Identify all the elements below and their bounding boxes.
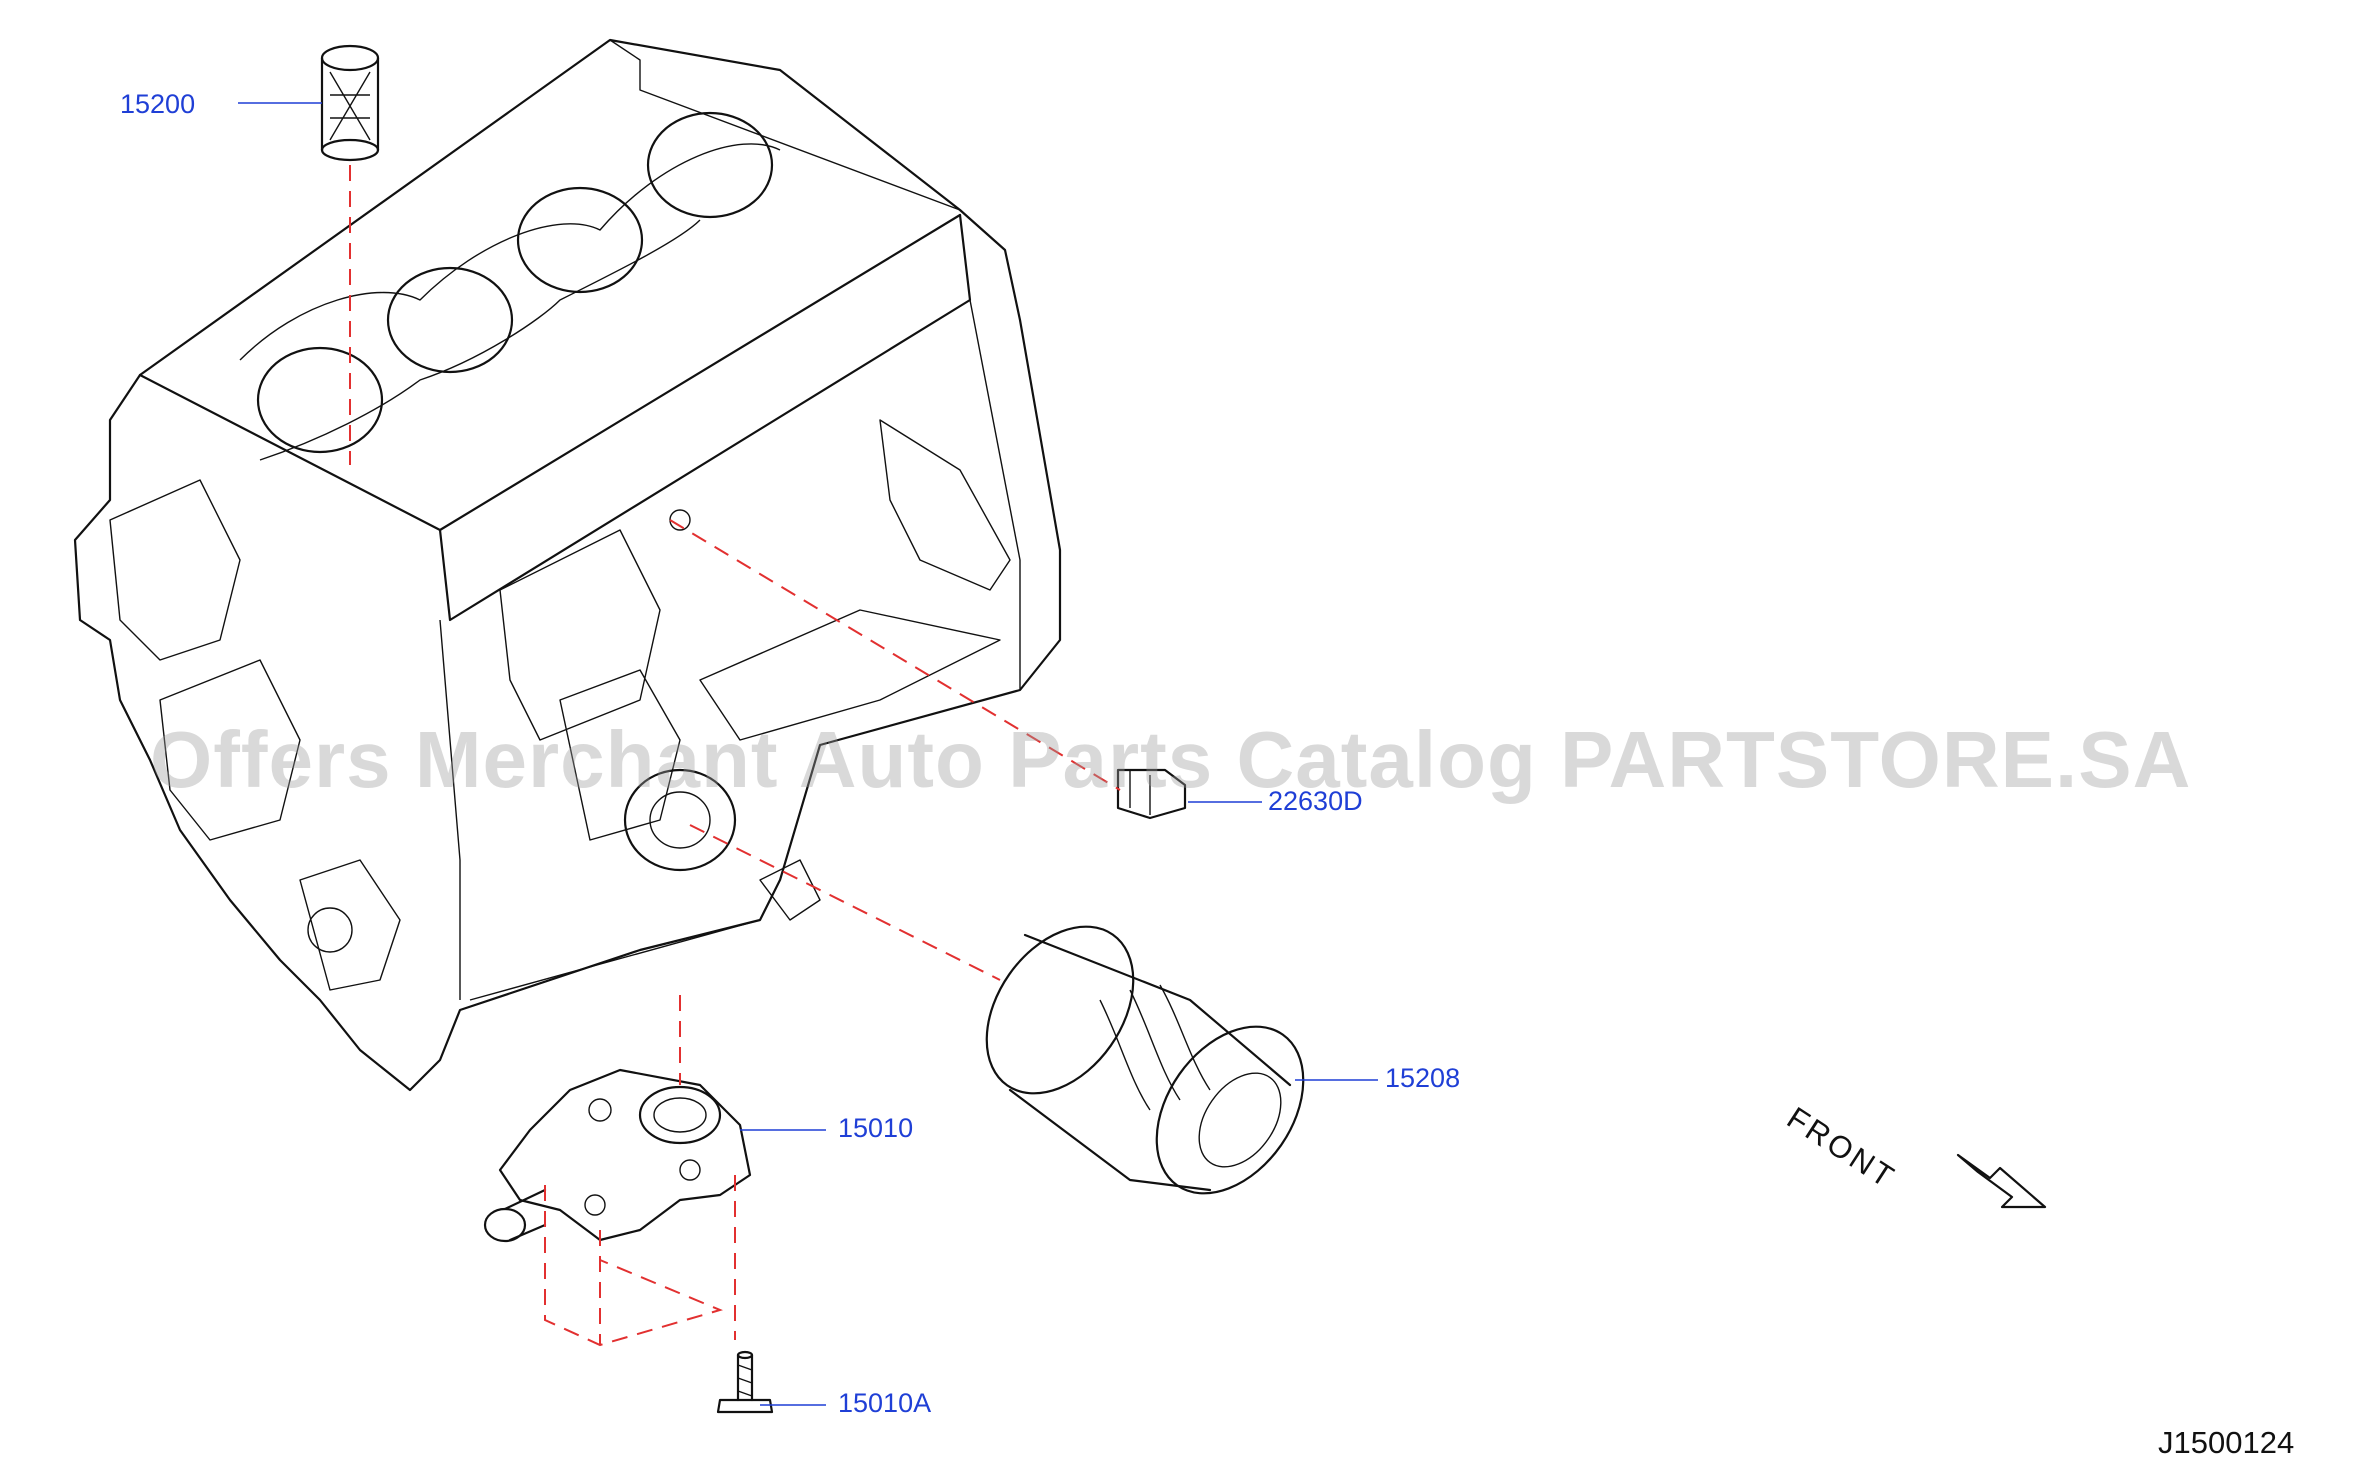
leader-lines	[238, 102, 1378, 1406]
callout-22630D[interactable]: 22630D	[1268, 786, 1363, 816]
oil-filter-bracket-15010	[483, 1068, 752, 1243]
oil-filter-15208	[985, 925, 1305, 1195]
callout-15010A[interactable]: 15010A	[838, 1388, 932, 1418]
watermark-text: Offers Merchant Auto Parts Catalog PARTS…	[150, 715, 2192, 804]
bolt-15010A	[716, 1350, 774, 1414]
cylinder-block	[73, 38, 1062, 1092]
oil-pressure-sensor-22630D	[1116, 768, 1187, 820]
callout-15208[interactable]: 15208	[1385, 1063, 1461, 1093]
callout-15200[interactable]: 15200	[120, 89, 196, 119]
callout-15010[interactable]: 15010	[838, 1113, 914, 1143]
assembly-guide-lines	[349, 165, 1121, 1347]
diagram-id: J1500124	[2158, 1425, 2295, 1460]
front-direction-arrow-icon	[1956, 1153, 2047, 1209]
oil-strainer-15200	[320, 44, 380, 162]
